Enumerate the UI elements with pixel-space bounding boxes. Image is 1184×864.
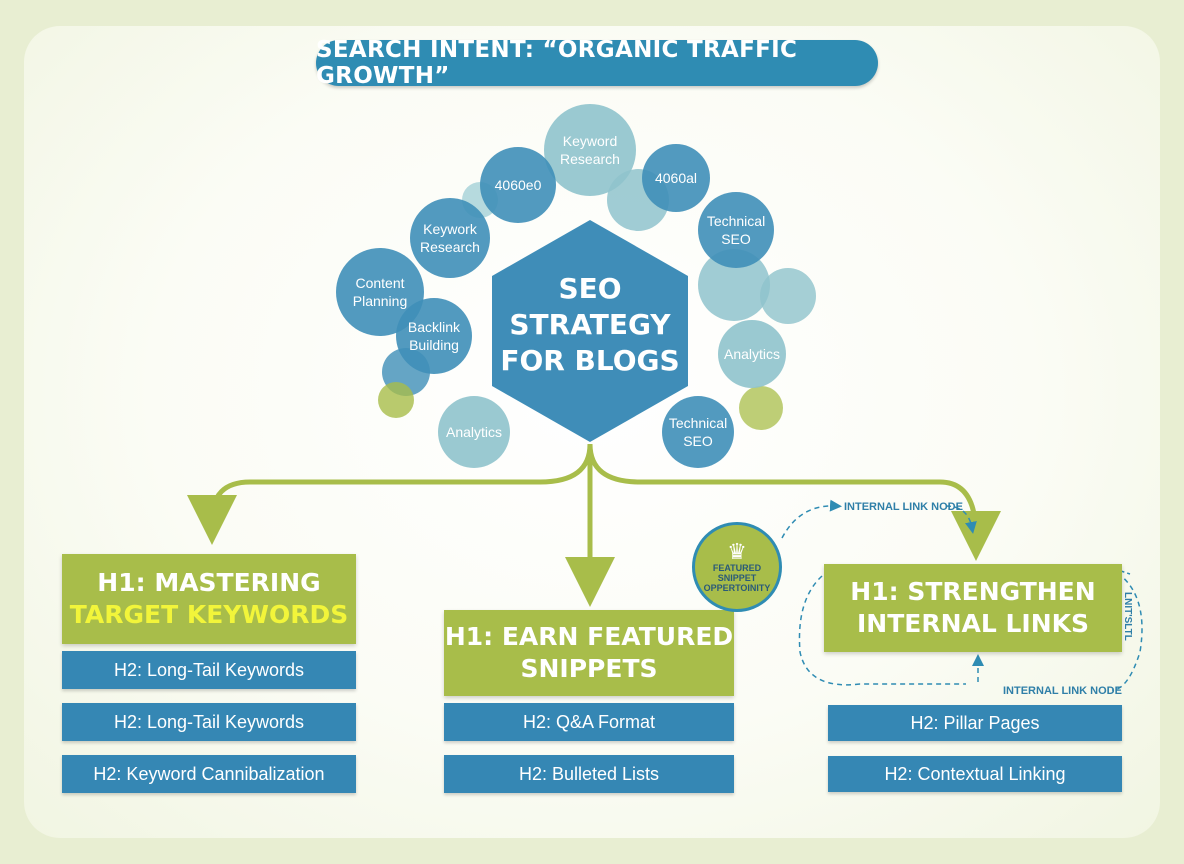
h2-item: H2: Long-Tail Keywords (62, 651, 356, 689)
bubble-label: Research (420, 239, 480, 255)
hub-line-2: STRATEGY (509, 308, 671, 341)
bubble-4060e0: 4060e0 (480, 147, 556, 223)
h2-item: H2: Bulleted Lists (444, 755, 734, 793)
connector-right (587, 443, 1001, 561)
h2-item: H2: Keyword Cannibalization (62, 755, 356, 793)
bubble-label: Technical (669, 415, 727, 431)
h1-earn-featured-snippets: H1: EARN FEATURED SNIPPETS (444, 610, 734, 696)
badge-line-1: FEATURED (712, 563, 762, 573)
h1-mastering-target-keywords: H1: MASTERING TARGET KEYWORDS (62, 554, 356, 644)
bubble-label: 4060al (655, 170, 697, 186)
deco-bubble (739, 386, 783, 430)
page-title: SEARCH INTENT: “ORGANIC TRAFFIC GROWTH” (316, 37, 878, 89)
internal-link-vertical-label: LNIT'SLTL (1122, 592, 1133, 641)
h1-strengthen-internal-links: H1: STRENGTHEN INTERNAL LINKS (824, 564, 1122, 652)
badge-line-3: OPPERTOINITY (703, 583, 771, 593)
h2-item: H2: Pillar Pages (828, 705, 1122, 741)
bubble-label: Analytics (724, 346, 780, 362)
bubble-label: Content (355, 275, 404, 291)
deco-bubble (378, 382, 414, 418)
bubble-label: 4060e0 (495, 177, 542, 193)
deco-bubble (698, 249, 770, 321)
connector-left (187, 443, 593, 545)
h1-line-1: H1: MASTERING (97, 568, 321, 597)
hub-line-1: SEO (558, 272, 621, 305)
h1-line-1: H1: STRENGTHEN (850, 577, 1096, 606)
bubble-label: Technical (707, 213, 765, 229)
bubble-label: Planning (353, 293, 408, 309)
bubble-4060al: 4060al (642, 144, 710, 212)
bubble-label: Keyword (563, 133, 617, 149)
hub-line-3: FOR BLOGS (500, 344, 679, 377)
h1-line-1: H1: EARN FEATURED (444, 622, 734, 651)
internal-link-arc-top (781, 499, 842, 539)
bubble-label: Building (409, 337, 459, 353)
hub-hexagon (492, 220, 688, 442)
internal-link-label-bottom: INTERNAL LINK NODE (1003, 685, 1122, 697)
h1-line-2: TARGET KEYWORDS (69, 600, 349, 629)
bubble-analytics-right: Analytics (718, 320, 786, 388)
h2-item: H2: Long-Tail Keywords (62, 703, 356, 741)
badge-line-2: SNIPPET (717, 573, 757, 583)
bubble-label: SEO (721, 231, 751, 247)
bubble-label: Backlink (408, 319, 461, 335)
h2-item: H2: Q&A Format (444, 703, 734, 741)
internal-link-label-top: INTERNAL LINK NODE (844, 501, 963, 513)
bubble-label: SEO (683, 433, 713, 449)
internal-link-loop-right (1109, 567, 1143, 691)
bubble-label: Analytics (446, 424, 502, 440)
h1-line-2: SNIPPETS (520, 654, 658, 683)
bubble-analytics-left: Analytics (438, 396, 510, 468)
crown-icon: ♛ (727, 539, 747, 564)
h2-item: H2: Contextual Linking (828, 756, 1122, 792)
internal-link-arc-top-right (945, 505, 977, 534)
deco-bubble (760, 268, 816, 324)
internal-link-loop-left (798, 575, 966, 686)
bubble-label: Research (560, 151, 620, 167)
featured-snippet-badge: ♛ FEATURED SNIPPET OPPERTOINITY (692, 522, 782, 612)
bubble-label: Keywork (423, 221, 478, 237)
h1-line-2: INTERNAL LINKS (856, 609, 1090, 638)
